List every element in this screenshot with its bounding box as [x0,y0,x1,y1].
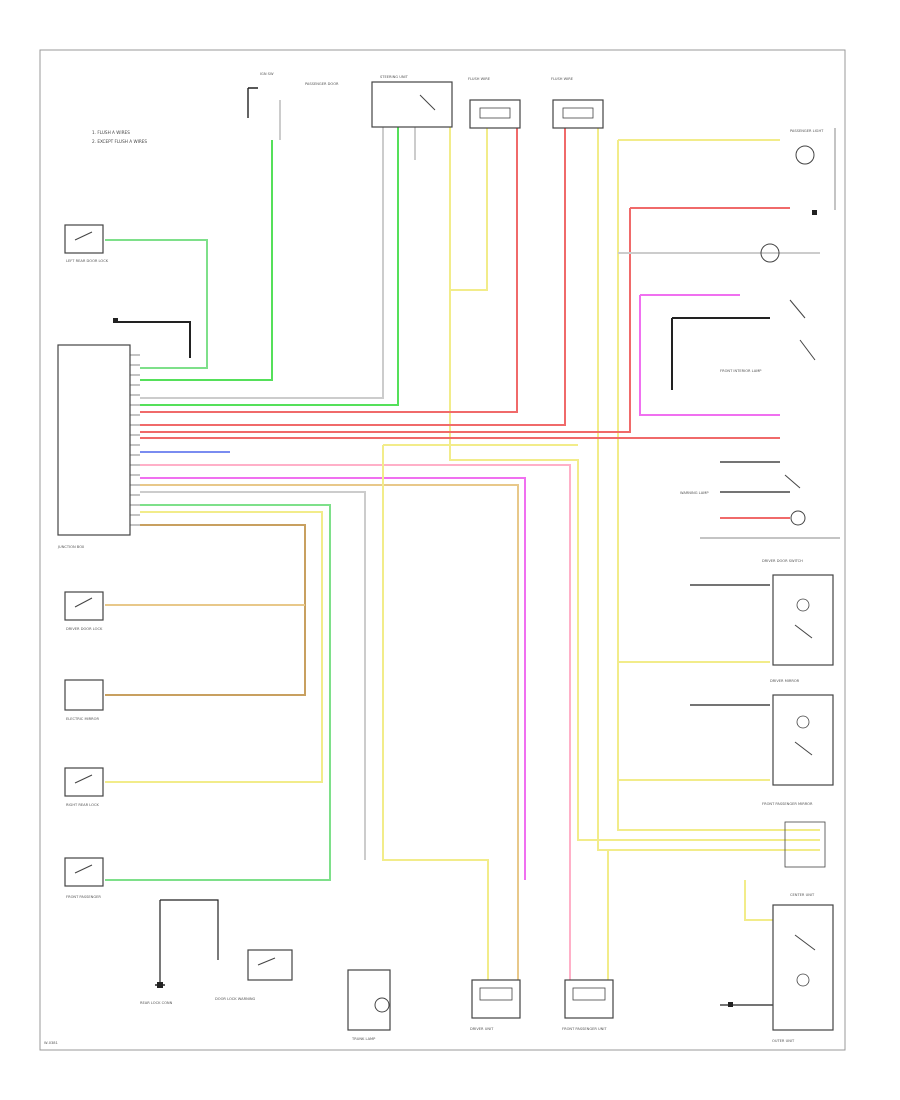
front-pass-mirror-label: FRONT PASSENGER MIRROR [762,802,813,806]
passenger-light-label: PASSENGER LIGHT [790,129,824,133]
rear-lock-connector: REAR LOCK CONN [140,984,173,1005]
warning-lamp-label: WARNING LAMP [680,491,709,495]
right-rear-lock: RIGHT REAR LOCK [64,767,104,807]
wire-magenta-mid [140,477,526,880]
ign-switch-label: IGN SW [260,72,274,76]
flush-unit-left: FLUSH WIRE [468,77,521,129]
flush-unit-right: FLUSH WIRE [551,77,604,129]
electric-mirror-label: ELECTRIC MIRROR [66,717,99,721]
diagram-frame [39,49,846,1051]
outer-unit-label: OUTER UNIT [772,1039,795,1043]
driver-door-lock: DRIVER DOOR LOCK [64,591,104,631]
electric-mirror: ELECTRIC MIRROR [64,679,104,721]
wire-gray-down [140,491,366,860]
outer-unit: OUTER UNIT [772,904,834,1043]
right-rear-lock-label: RIGHT REAR LOCK [66,803,99,807]
front-interior-lamp: FRONT INTERIOR LAMP PASSENGER LIGHT [720,129,824,373]
wire-green-left-rear [105,239,208,369]
wire-green-long [105,504,331,881]
wire-yellow-right-down [617,140,820,831]
driver-door-switch: DRIVER DOOR SWITCH [762,559,834,666]
left-rear-door-lock-label: LEFT REAR DOOR LOCK [66,259,109,263]
steering-unit-label: STEERING UNIT [380,75,409,79]
wire-brown [105,524,306,696]
wire-red-flushL [140,125,518,413]
front-passenger-lock-label: FRONT PASSENGER [66,895,101,899]
wire-magenta-down [639,295,780,416]
wires [105,100,820,1006]
wire-pink-long [140,464,571,980]
wire-yellow-steer [449,125,820,841]
warning-lamp: WARNING LAMP [680,474,806,526]
flush-right-label: FLUSH WIRE [551,77,574,81]
trunk-lamp-label: TRUNK LAMP [351,1037,376,1041]
driver-mirror: DRIVER MIRROR [770,679,834,786]
wire-gray-steer [140,125,384,399]
ign-switch: IGN SW [247,72,274,118]
wire-yellow-flushR [597,125,820,851]
ground-symbols [113,210,817,1007]
wire-green-ign [140,140,273,381]
wire-black-gnd-left [160,899,219,960]
driver-mirror-label: DRIVER MIRROR [770,679,800,683]
trunk-lamp: TRUNK LAMP [347,969,391,1041]
wire-yellow-center [382,445,489,980]
wire-green-steer [140,125,399,406]
footer-code: W-0381 [44,1041,58,1045]
steering-unit: STEERING UNIT [371,75,453,128]
driver-door-lock-label: DRIVER DOOR LOCK [66,627,103,631]
wire-yellow-long [105,511,323,783]
front-passenger-unit-label: FRONT PASSENGER UNIT [562,1027,607,1031]
front-pass-mirror: FRONT PASSENGER MIRROR [762,802,826,868]
legend-item-2: 2. EXCEPT FLUSH A WIRES [92,139,147,144]
driver-door-switch-label: DRIVER DOOR SWITCH [762,559,803,563]
driver-unit-label: DRIVER UNIT [470,1027,494,1031]
junction-box: JUNCTION BOX [57,344,131,549]
center-unit-label: CENTER UNIT [790,893,815,897]
wire-red-flushR [140,125,566,426]
door-lock-warning-label: DOOR LOCK WARNING [215,997,256,1001]
wire-yellow-flushL [450,125,488,291]
flush-left-label: FLUSH WIRE [468,77,491,81]
wire-black-junction-top [118,321,191,358]
front-interior-lamp-label: FRONT INTERIOR LAMP [720,369,762,373]
door-lock-warning: DOOR LOCK WARNING [215,949,293,1001]
left-rear-door-lock: LEFT REAR DOOR LOCK [64,224,109,263]
wire-orange-long [140,484,519,980]
front-passenger-lock: FRONT PASSENGER [64,857,104,899]
wire-red-right-down [140,208,631,433]
driver-unit: DRIVER UNIT [470,979,521,1031]
junction-box-label: JUNCTION BOX [57,545,85,549]
wire-yellow-outer [744,880,780,921]
passenger-door-label: PASSENGER DOOR [305,82,339,86]
legend-item-1: 1. FLUSH A WIRES [92,130,130,135]
front-passenger-unit: FRONT PASSENGER UNIT [562,979,614,1031]
rear-lock-connector-label: REAR LOCK CONN [140,1001,173,1005]
